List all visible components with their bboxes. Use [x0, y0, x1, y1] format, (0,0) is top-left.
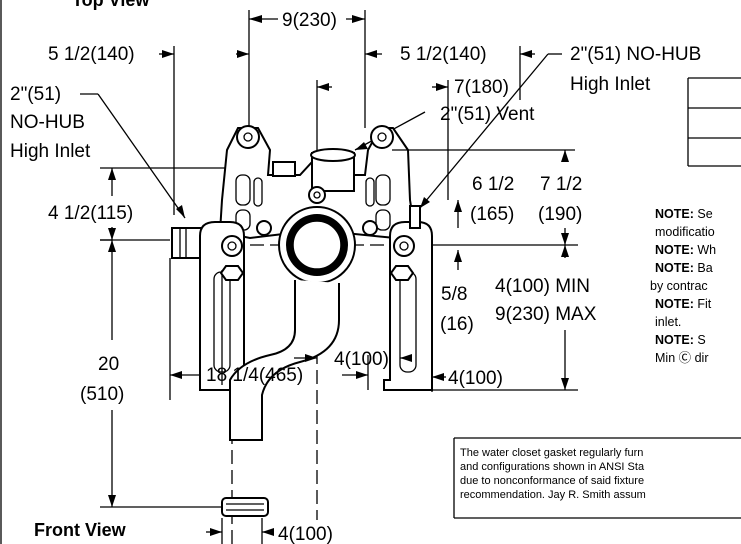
disclaimer-line-4: recommendation. Jay R. Smith assum	[460, 489, 646, 501]
note-3-text: Wh	[694, 243, 716, 257]
label-58-1: 5/8	[441, 284, 467, 305]
disclaimer-line-1: The water closet gasket regularly furn	[460, 447, 643, 459]
dim-bottom-4: 4(100)	[206, 518, 333, 544]
note-3-bold: NOTE:	[655, 243, 694, 257]
svg-text:Min Ⓒ dir: Min Ⓒ dir	[655, 351, 708, 365]
dim-h-190: 7 1/2 (190)	[392, 149, 582, 245]
label-left-span: 5 1/2(140)	[48, 44, 135, 65]
note-4-text: Ba	[694, 261, 713, 275]
dim-right-4: 4(100)	[431, 368, 503, 392]
label-height-left: 4 1/2(115)	[48, 203, 133, 224]
dim-vent-offset: 7(180)	[316, 77, 509, 200]
disclaimer-line-2: and configurations shown in ANSI Sta	[460, 461, 645, 473]
dim-h-165: 6 1/2 (165)	[454, 174, 514, 228]
front-view-title: Front View	[34, 520, 127, 540]
spec-table	[687, 77, 741, 167]
carrier-body	[218, 125, 417, 240]
label-left-inlet-3: High Inlet	[10, 141, 91, 162]
svg-text:NOTE: Fit: NOTE: Fit	[655, 297, 712, 311]
right-inlet-callout: 2"(51) NO-HUB High Inlet	[419, 44, 701, 209]
label-h-190-2: (190)	[538, 204, 582, 225]
outlet-pipe	[221, 280, 340, 517]
label-width-465: 18 1/4(465)	[206, 365, 303, 386]
label-vent: 2"(51) Vent	[440, 104, 535, 125]
label-58-2: (16)	[440, 314, 474, 335]
notes-block: NOTE: Se modificatio NOTE: Wh NOTE: Ba b…	[650, 207, 716, 365]
left-arm	[199, 220, 272, 391]
svg-text:NOTE: S: NOTE: S	[655, 333, 706, 347]
note-8-text: S	[694, 333, 706, 347]
right-arm	[362, 205, 433, 391]
dim-right-span: 5 1/2(140)	[365, 44, 535, 100]
svg-text:NOTE: Se: NOTE: Se	[655, 207, 713, 221]
label-top-span: 9(230)	[282, 10, 337, 31]
note-2-text: modificatio	[655, 225, 715, 239]
dim-height-left: 4 1/2(115)	[48, 167, 240, 241]
label-right-span: 5 1/2(140)	[400, 44, 487, 65]
svg-text:inlet.: inlet.	[655, 315, 681, 329]
label-right-inlet-1: 2"(51) NO-HUB	[570, 44, 701, 65]
note-1-text: Se	[694, 207, 713, 221]
note-7-text: inlet.	[655, 315, 681, 329]
svg-text:NOTE: Wh: NOTE: Wh	[655, 243, 716, 257]
note-6-bold: NOTE:	[655, 297, 694, 311]
dim-width-465: 18 1/4(465)	[169, 258, 369, 400]
label-right-4: 4(100)	[448, 368, 503, 389]
note-6-text: Fit	[694, 297, 712, 311]
dim-center-4: 4(100)	[294, 349, 412, 370]
dim-min-max: 4(100) MIN 9(230) MAX	[495, 245, 597, 390]
disclaimer-box: The water closet gasket regularly furn a…	[453, 437, 741, 519]
central-outlet	[278, 206, 356, 284]
note-5-text: by contrac	[650, 279, 708, 293]
label-h-510-2: (510)	[80, 384, 124, 405]
label-max: 9(230) MAX	[495, 304, 597, 325]
label-bottom-4: 4(100)	[278, 524, 333, 544]
label-vent-offset: 7(180)	[454, 77, 509, 98]
disclaimer-line-3: due to nonconformance of said fixture	[460, 475, 644, 487]
left-inlet-callout: 2"(51) NO-HUB High Inlet	[10, 84, 186, 219]
note-8-bold: NOTE:	[655, 333, 694, 347]
label-h-510-1: 20	[98, 354, 119, 375]
label-left-inlet-2: NO-HUB	[10, 112, 85, 133]
svg-text:NOTE: Ba: NOTE: Ba	[655, 261, 713, 275]
label-h-190-1: 7 1/2	[540, 174, 582, 195]
label-h-165-1: 6 1/2	[472, 174, 514, 195]
dim-left-span: 5 1/2(140)	[48, 44, 249, 215]
note-9-text: Min Ⓒ dir	[655, 351, 708, 365]
dim-58: 5/8 (16)	[440, 250, 474, 335]
note-1-bold: NOTE:	[655, 207, 694, 221]
note-4-bold: NOTE:	[655, 261, 694, 275]
top-view-title: Top View	[72, 0, 150, 10]
label-min: 4(100) MIN	[495, 276, 590, 297]
dim-h-510: 20 (510)	[80, 239, 222, 508]
svg-text:modificatio: modificatio	[655, 225, 715, 239]
label-h-165-2: (165)	[470, 204, 514, 225]
label-left-inlet-1: 2"(51)	[10, 84, 61, 105]
label-right-inlet-2: High Inlet	[570, 74, 651, 95]
label-center-4: 4(100)	[334, 349, 389, 370]
svg-text:by contrac: by contrac	[650, 279, 708, 293]
